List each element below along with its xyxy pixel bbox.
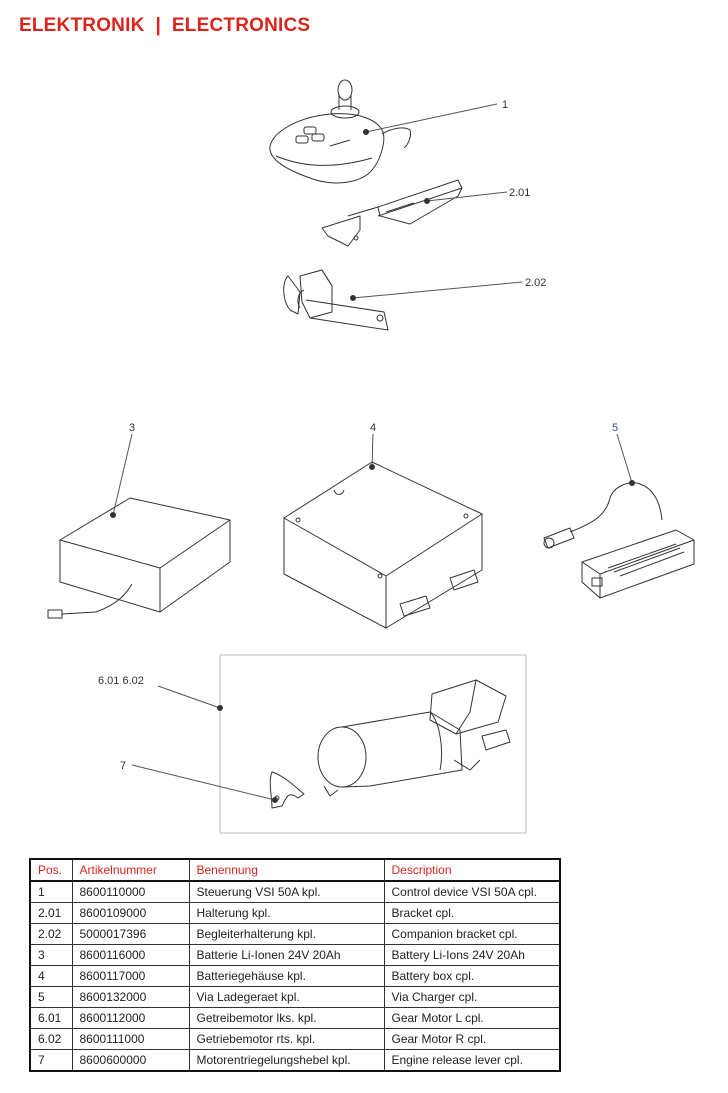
cell-article-number: 8600110000	[71, 880, 190, 903]
cell-pos: 2.02	[29, 923, 73, 945]
table-row: 7 8600600000 Motorentriegelungshebel kpl…	[29, 1049, 561, 1072]
callout-2-02: 2.02	[525, 277, 546, 289]
cell-benennung: Getreibemotor lks. kpl.	[188, 1007, 385, 1029]
header-pos: Pos.	[29, 858, 73, 882]
cell-benennung: Motorentriegelungshebel kpl.	[188, 1049, 385, 1072]
page-title: ELEKTRONIK | ELECTRONICS	[19, 15, 311, 36]
cell-pos: 4	[29, 965, 73, 987]
header-description: Description	[383, 858, 561, 882]
cell-description: Engine release lever cpl.	[383, 1049, 561, 1072]
callout-7: 7	[120, 760, 126, 772]
cell-benennung: Batteriegehäuse kpl.	[188, 965, 385, 987]
callout-5: 5	[612, 422, 618, 434]
cell-article-number: 8600132000	[71, 986, 190, 1008]
cell-article-number: 8600109000	[71, 902, 190, 924]
cell-article-number: 8600116000	[71, 944, 190, 966]
cell-description: Bracket cpl.	[383, 902, 561, 924]
table-header-row: Pos. Artikelnummer Benennung Description	[29, 858, 561, 882]
cell-pos: 1	[29, 880, 73, 903]
cell-description: Gear Motor R cpl.	[383, 1028, 561, 1050]
cell-benennung: Halterung kpl.	[188, 902, 385, 924]
gear-motor-illustration	[317, 679, 511, 797]
table-row: 1 8600110000 Steuerung VSI 50A kpl. Cont…	[29, 880, 561, 903]
cell-description: Companion bracket cpl.	[383, 923, 561, 945]
callout-6-01-6-02: 6.01 6.02	[98, 675, 144, 687]
cell-pos: 5	[29, 986, 73, 1008]
gear-motor-frame	[219, 654, 527, 834]
cell-article-number: 8600112000	[71, 1007, 190, 1029]
parts-table: Pos. Artikelnummer Benennung Description…	[29, 858, 561, 1072]
table-row: 6.02 8600111000 Getriebemotor rts. kpl. …	[29, 1028, 561, 1050]
cell-pos: 2.01	[29, 902, 73, 924]
table-row: 6.01 8600112000 Getreibemotor lks. kpl. …	[29, 1007, 561, 1029]
cell-pos: 3	[29, 944, 73, 966]
control-device-illustration	[269, 79, 411, 184]
cell-pos: 6.01	[29, 1007, 73, 1029]
cell-article-number: 8600117000	[71, 965, 190, 987]
cell-benennung: Via Ladegeraet kpl.	[188, 986, 385, 1008]
cell-description: Gear Motor L cpl.	[383, 1007, 561, 1029]
table-row: 2.02 5000017396 Begleiterhalterung kpl. …	[29, 923, 561, 945]
cell-benennung: Steuerung VSI 50A kpl.	[188, 880, 385, 903]
callout-1: 1	[502, 99, 508, 111]
companion-bracket-illustration	[283, 269, 389, 331]
header-article-number: Artikelnummer	[71, 858, 190, 882]
table-row: 2.01 8600109000 Halterung kpl. Bracket c…	[29, 902, 561, 924]
cell-pos: 7	[29, 1049, 73, 1072]
cell-description: Battery box cpl.	[383, 965, 561, 987]
table-row: 3 8600116000 Batterie Li-Ionen 24V 20Ah …	[29, 944, 561, 966]
callout-3: 3	[129, 422, 135, 434]
battery-illustration	[47, 497, 231, 619]
battery-box-illustration	[283, 461, 483, 629]
table-row: 5 8600132000 Via Ladegeraet kpl. Via Cha…	[29, 986, 561, 1008]
cell-benennung: Getriebemotor rts. kpl.	[188, 1028, 385, 1050]
cell-benennung: Batterie Li-Ionen 24V 20Ah	[188, 944, 385, 966]
header-benennung: Benennung	[188, 858, 385, 882]
callout-4: 4	[370, 422, 376, 434]
cell-benennung: Begleiterhalterung kpl.	[188, 923, 385, 945]
charger-illustration	[543, 482, 695, 599]
table-row: 4 8600117000 Batteriegehäuse kpl. Batter…	[29, 965, 561, 987]
parts-drawing: 1 2.01 2.02 3 4 5 6.01 6.02 7	[47, 79, 695, 834]
cell-article-number: 8600600000	[71, 1049, 190, 1072]
cell-description: Battery Li-Ions 24V 20Ah	[383, 944, 561, 966]
cell-description: Control device VSI 50A cpl.	[383, 880, 561, 903]
cell-pos: 6.02	[29, 1028, 73, 1050]
cell-description: Via Charger cpl.	[383, 986, 561, 1008]
cell-article-number: 8600111000	[71, 1028, 190, 1050]
callout-2-01: 2.01	[509, 187, 530, 199]
bracket-illustration	[321, 179, 463, 247]
cell-article-number: 5000017396	[71, 923, 190, 945]
